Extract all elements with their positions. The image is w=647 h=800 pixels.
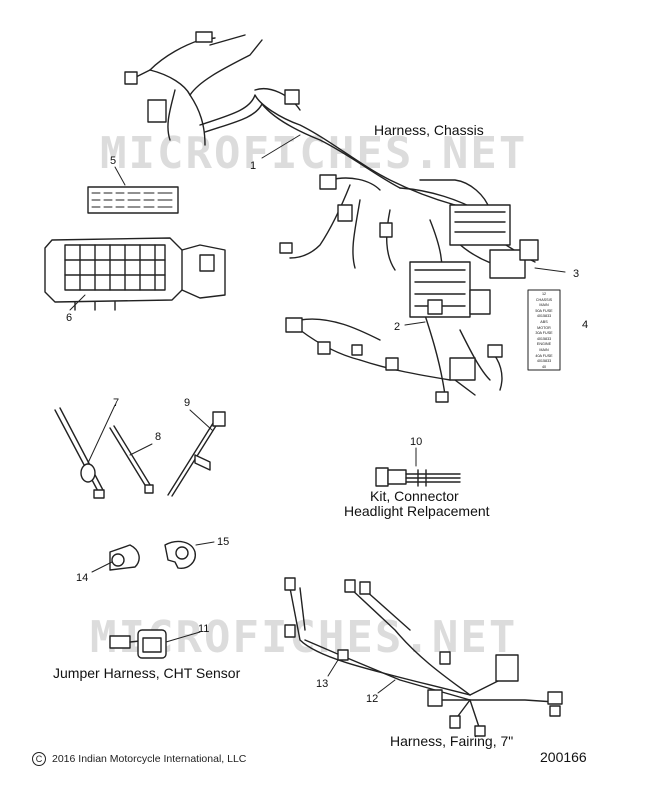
callout-6: 6: [66, 312, 73, 324]
label-headlight-replacement: Headlight Relpacement: [344, 503, 490, 519]
harness-chassis-drawing: [124, 31, 566, 403]
figure-number: 200166: [540, 749, 587, 765]
copyright-text: 2016 Indian Motorcycle International, LL…: [52, 752, 247, 765]
callout-8: 8: [155, 431, 162, 443]
callout-4: 4: [582, 319, 589, 331]
jumper-harness-drawing: [109, 629, 201, 659]
connector-kit-drawing: [375, 447, 461, 487]
copyright-icon: C: [32, 752, 46, 766]
label-kit-connector: Kit, Connector: [370, 488, 459, 504]
callout-2: 2: [394, 321, 401, 333]
fairing-harness-drawing: [284, 577, 563, 737]
copyright-notice: C 2016 Indian Motorcycle International, L…: [32, 752, 246, 766]
callout-11: 11: [198, 623, 210, 635]
callout-5: 5: [110, 155, 117, 167]
label-sheet-drawing: [87, 166, 179, 214]
fuse-label-text: 12 CHASSIS MAIN 50A FUSE 4015833 ABS MOT…: [535, 292, 553, 369]
callout-10: 10: [410, 436, 423, 448]
callout-14: 14: [76, 572, 89, 584]
label-jumper-harness: Jumper Harness, CHT Sensor: [53, 665, 241, 681]
callout-15: 15: [217, 536, 230, 548]
cable-ties-drawing: [54, 404, 226, 499]
callout-7: 7: [113, 397, 120, 409]
fuse-label-box: [527, 289, 561, 371]
callout-1: 1: [250, 160, 257, 172]
label-harness-fairing: Harness, Fairing, 7": [390, 733, 514, 749]
callout-9: 9: [184, 397, 191, 409]
fuse-box-drawing: [44, 237, 226, 311]
callout-3: 3: [573, 268, 580, 280]
label-harness-chassis: Harness, Chassis: [374, 122, 484, 138]
clamps-drawing: [91, 540, 215, 573]
callout-12: 12: [366, 693, 379, 705]
callout-13: 13: [316, 678, 329, 690]
